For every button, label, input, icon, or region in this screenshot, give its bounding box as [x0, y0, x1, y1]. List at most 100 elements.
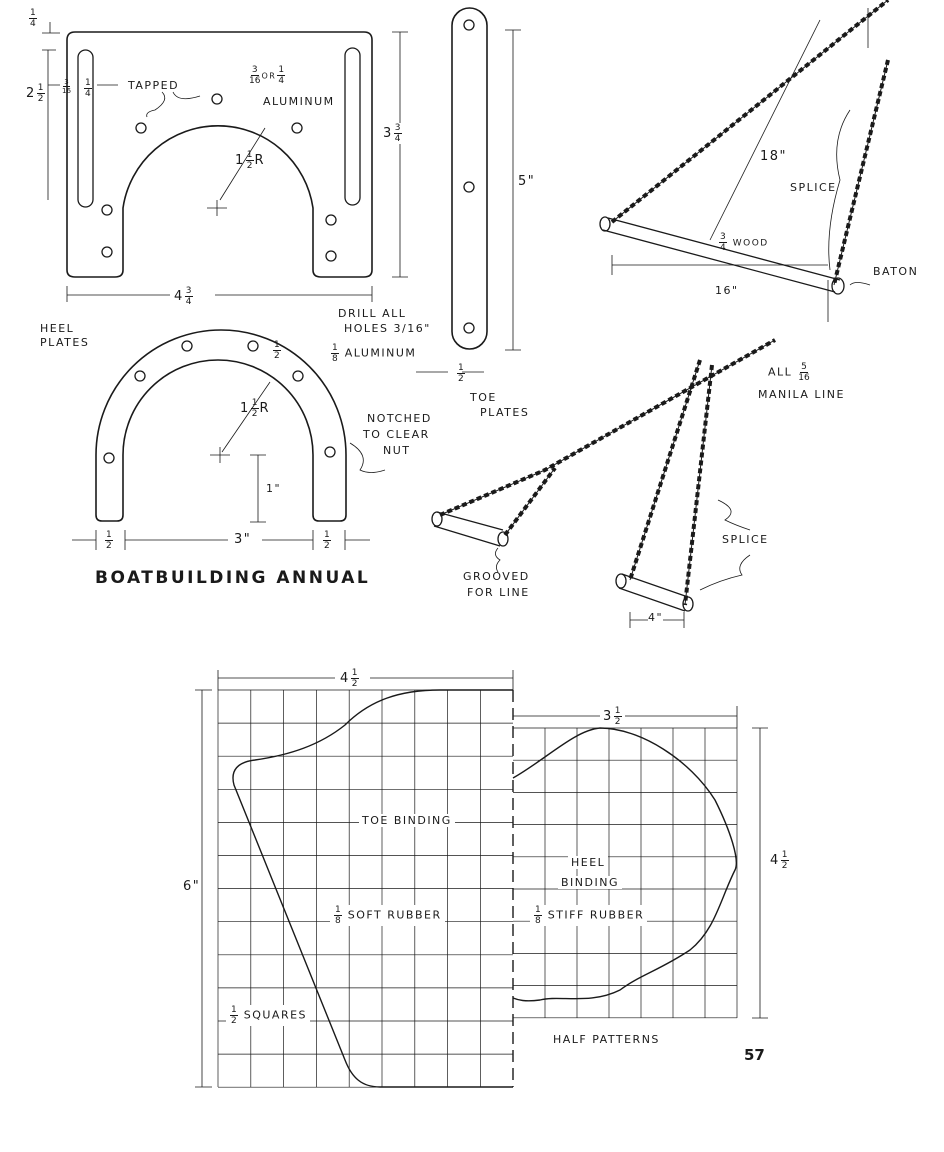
heel-plates-line1: HEEL	[40, 322, 75, 335]
den: 2	[274, 351, 280, 361]
whole: 4	[340, 671, 350, 686]
num: 3	[719, 232, 727, 243]
toe-length-dim: 5"	[518, 174, 536, 189]
line-note-2: MANILA LINE	[758, 388, 845, 401]
num: 1	[230, 1005, 238, 1016]
den: 4	[394, 134, 401, 144]
num: 3	[63, 78, 70, 87]
holes-text: HOLES	[344, 322, 389, 335]
whole: 4	[770, 853, 780, 868]
num: 1	[277, 65, 286, 76]
whole: 1	[235, 153, 245, 168]
den: 2	[106, 541, 112, 551]
suffix: R	[259, 401, 271, 416]
num: 3	[393, 123, 402, 134]
den: 16	[798, 373, 810, 383]
num: 1	[323, 530, 331, 541]
num: 1	[457, 363, 465, 374]
toe-binding-label: TOE BINDING	[359, 814, 455, 827]
publication-title: BOATBUILDING ANNUAL	[95, 568, 371, 588]
grooved-line2: FOR LINE	[467, 586, 530, 599]
text: WOOD	[732, 238, 769, 249]
text: SQUARES	[243, 1008, 308, 1022]
pattern-outlines	[195, 670, 768, 1088]
num: 1	[273, 340, 281, 351]
num: 1	[780, 850, 789, 861]
whole: 3	[603, 709, 613, 724]
heel-plates-line2: PLATES	[40, 336, 90, 349]
num: 1	[105, 530, 113, 541]
tapped-label: TAPPED	[128, 79, 180, 92]
toe-plate-drawing	[416, 7, 521, 373]
den: 4	[185, 297, 192, 307]
den: 2	[781, 861, 788, 871]
heel-binding-line1: HEEL	[568, 856, 609, 869]
text: STIFF RUBBER	[547, 908, 645, 922]
whole: 2	[26, 86, 36, 101]
notch-note-3: NUT	[383, 444, 411, 457]
num: 5	[800, 362, 808, 373]
toe-baton-length: 4"	[648, 611, 664, 624]
den: 16	[62, 87, 71, 95]
den: 2	[458, 374, 464, 384]
suffix: R	[254, 153, 266, 168]
whole: 3	[383, 126, 393, 141]
hole-size: 3/16"	[393, 322, 431, 335]
half-patterns-label: HALF PATTERNS	[553, 1033, 660, 1046]
num: 3	[184, 286, 193, 297]
den: 8	[335, 916, 341, 926]
num: 3	[250, 65, 259, 76]
notch-note-1: NOTCHED	[367, 412, 432, 425]
den: 2	[324, 541, 330, 551]
grooved-line1: GROOVED	[463, 570, 530, 583]
den: 2	[614, 717, 621, 727]
page-number: 57	[744, 1046, 765, 1064]
toe-plates-line1: TOE	[470, 391, 497, 404]
num: 1	[36, 83, 45, 94]
baton-label: BATON	[873, 265, 919, 278]
notch-note-2: TO CLEAR	[363, 428, 430, 441]
toe-plates-line2: PLATES	[480, 406, 530, 419]
prefix: ALL	[768, 365, 793, 379]
num: 1	[534, 905, 542, 916]
num: 1	[29, 8, 37, 19]
den: 4	[85, 89, 91, 99]
den: 4	[278, 76, 285, 86]
num: 1	[334, 905, 342, 916]
rope-length-dim: 18"	[760, 149, 788, 164]
pattern-grid	[217, 689, 738, 1088]
heel-strap-drawing	[599, 0, 890, 322]
gap-dim: 3"	[234, 532, 252, 547]
den: 8	[332, 354, 338, 364]
den: 8	[535, 916, 541, 926]
leg-height-dim: 1"	[266, 482, 282, 495]
num: 1	[350, 668, 359, 679]
num: 1	[250, 398, 259, 409]
num: 1	[84, 78, 92, 89]
toe-splice-label: SPLICE	[722, 533, 769, 546]
text: ALUMINUM	[344, 346, 417, 360]
material-label: ALUMINUM	[263, 95, 335, 108]
drill-note-line1: DRILL ALL	[338, 307, 407, 320]
